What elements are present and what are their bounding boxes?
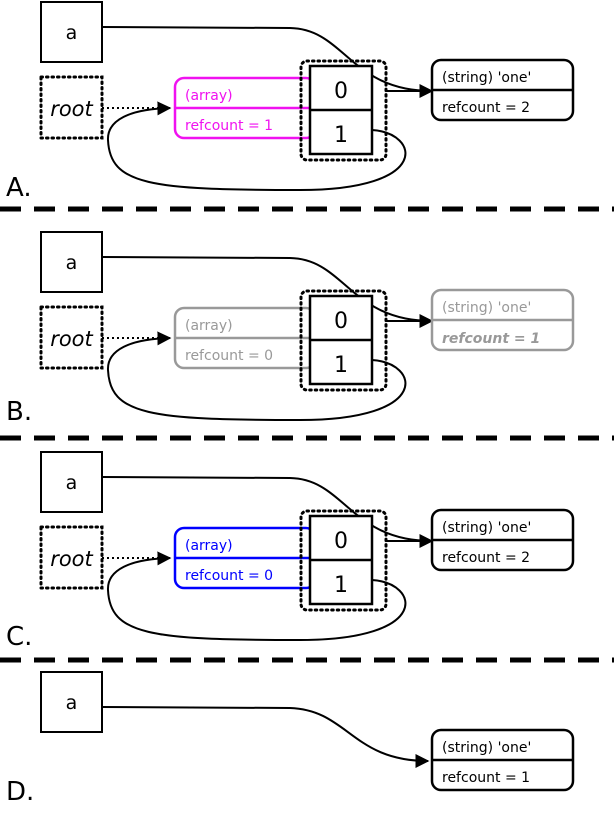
panel-d-letter: D. [6,777,34,807]
panel-a: a root (array) refcount = 1 0 1 [6,1,575,203]
panel-a-root-label: root [50,97,93,121]
panel-c-edge-index1-self-loop [106,551,407,642]
panel-d-variable-label: a [66,692,78,714]
panel-b: a root (array) refcount = 0 0 1 (string) [6,231,575,427]
panel-c-root-box[interactable]: root [39,525,104,590]
panel-a-root-box[interactable]: root [39,75,104,140]
panel-a-index-box[interactable]: 0 1 [299,59,388,162]
panel-c-string-type-label: (string) 'one' [442,520,531,536]
panel-b-variable-label: a [66,252,78,274]
panel-c-root-label: root [50,547,93,571]
panel-a-edge-index1-self-loop [106,101,407,192]
panel-b-edge-a-to-string [101,256,433,322]
panel-d: a (string) 'one' refcount = 1 D. [6,671,575,807]
panel-b-index-box[interactable]: 0 1 [299,289,388,392]
panel-a-array-type-label: (array) [185,88,233,104]
panel-b-array-refcount-label: refcount = 0 [185,348,273,364]
panel-c-index-0-label: 0 [334,529,348,554]
panel-a-letter: A. [6,173,32,203]
panel-b-string-refcount-label: refcount = 1 [442,331,540,347]
panel-a-index-1-label: 1 [334,123,348,148]
panel-c-index-box[interactable]: 0 1 [299,509,388,612]
panel-c-variable-box[interactable]: a [40,451,103,513]
panel-c-index-1-label: 1 [334,573,348,598]
panel-c-string-node[interactable]: (string) 'one' refcount = 2 [430,508,575,572]
panel-b-letter: B. [6,397,32,427]
panel-a-index-0-label: 0 [334,79,348,104]
panel-c-array-refcount-label: refcount = 0 [185,568,273,584]
panel-c-edge-a-to-string [101,476,433,542]
panel-a-string-node[interactable]: (string) 'one' refcount = 2 [430,58,575,122]
panel-b-edge-index1-self-loop [106,331,407,422]
panel-b-root-box[interactable]: root [39,305,104,370]
panel-a-string-type-label: (string) 'one' [442,70,531,86]
panel-b-index-0-label: 0 [334,309,348,334]
panel-d-string-node[interactable]: (string) 'one' refcount = 1 [430,728,575,792]
panel-b-variable-box[interactable]: a [40,231,103,293]
panel-c-array-node[interactable]: (array) refcount = 0 [173,526,317,590]
panel-a-edge-a-to-string [101,26,433,92]
panel-b-index-1-label: 1 [334,353,348,378]
panel-b-array-type-label: (array) [185,318,233,334]
panel-c-variable-label: a [66,472,78,494]
panel-c-string-refcount-label: refcount = 2 [442,550,530,566]
panel-d-string-type-label: (string) 'one' [442,740,531,756]
panel-d-variable-box[interactable]: a [40,671,103,733]
panel-a-array-refcount-label: refcount = 1 [185,118,273,134]
panel-c-array-type-label: (array) [185,538,233,554]
panel-c: a root (array) refcount = 0 0 1 (string) [6,451,575,652]
panel-d-edge-a-to-string [101,706,430,768]
panel-a-variable-box[interactable]: a [40,1,103,63]
panel-b-string-node[interactable]: (string) 'one' refcount = 1 [430,288,575,352]
panel-c-letter: C. [6,622,32,652]
panel-b-array-node[interactable]: (array) refcount = 0 [173,306,317,370]
panel-d-string-refcount-label: refcount = 1 [442,770,530,786]
panel-a-array-node[interactable]: (array) refcount = 1 [173,76,317,140]
panel-b-string-type-label: (string) 'one' [442,300,531,316]
panel-a-string-refcount-label: refcount = 2 [442,100,530,116]
panel-b-root-label: root [50,327,93,351]
panel-a-variable-label: a [66,22,78,44]
